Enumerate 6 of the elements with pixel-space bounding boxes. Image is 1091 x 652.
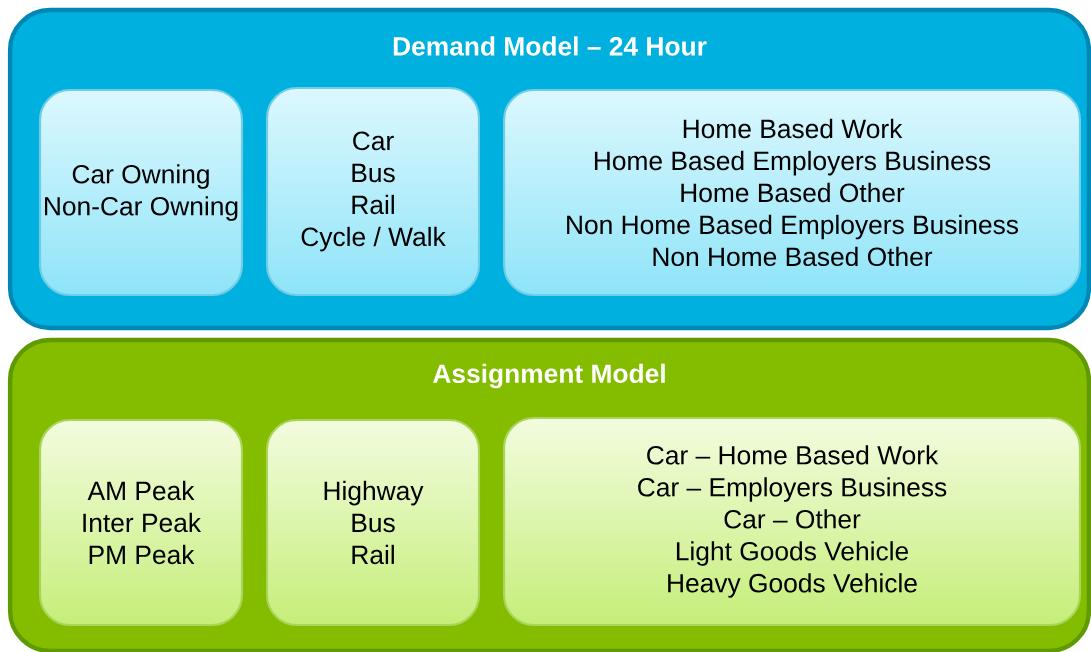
- category-box: Home Based Work Home Based Employers Business Home Based Other Non Home Based Employers Business Non Home Based Other: [503, 88, 1081, 297]
- category-box: Car – Home Based Work Car – Employers Business Car – Other Light Goods Vehicle Heavy Goods Vehicle: [503, 416, 1081, 627]
- category-box: Highway Bus Rail: [265, 418, 481, 627]
- category-box: Car Owning Non-Car Owning: [38, 88, 244, 297]
- category-box: AM Peak Inter Peak PM Peak: [38, 418, 244, 627]
- category-box: Car Bus Rail Cycle / Walk: [265, 86, 481, 297]
